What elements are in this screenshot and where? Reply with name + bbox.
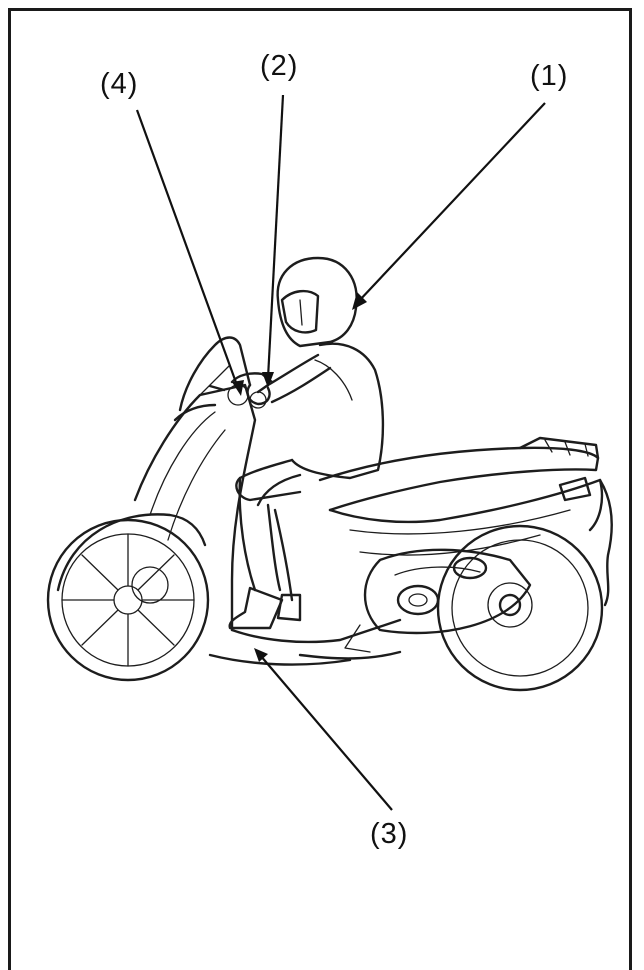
front-wheel [46,518,210,682]
leader-lines [135,94,546,811]
callout-2: (2) [260,50,299,82]
arrowhead-4 [232,380,244,396]
rider [228,256,385,630]
callout-1: (1) [530,60,569,92]
callout-4: (4) [100,68,139,100]
arrowhead-1 [352,292,367,310]
leader-3 [259,654,393,811]
leader-2 [266,94,285,379]
arrowhead-3 [254,648,268,662]
callout-3: (3) [370,818,409,850]
arrowhead-2 [262,372,274,388]
leader-4 [135,109,240,389]
scooter-body [56,336,613,666]
figure-frame [8,8,632,970]
leader-1 [357,102,546,303]
